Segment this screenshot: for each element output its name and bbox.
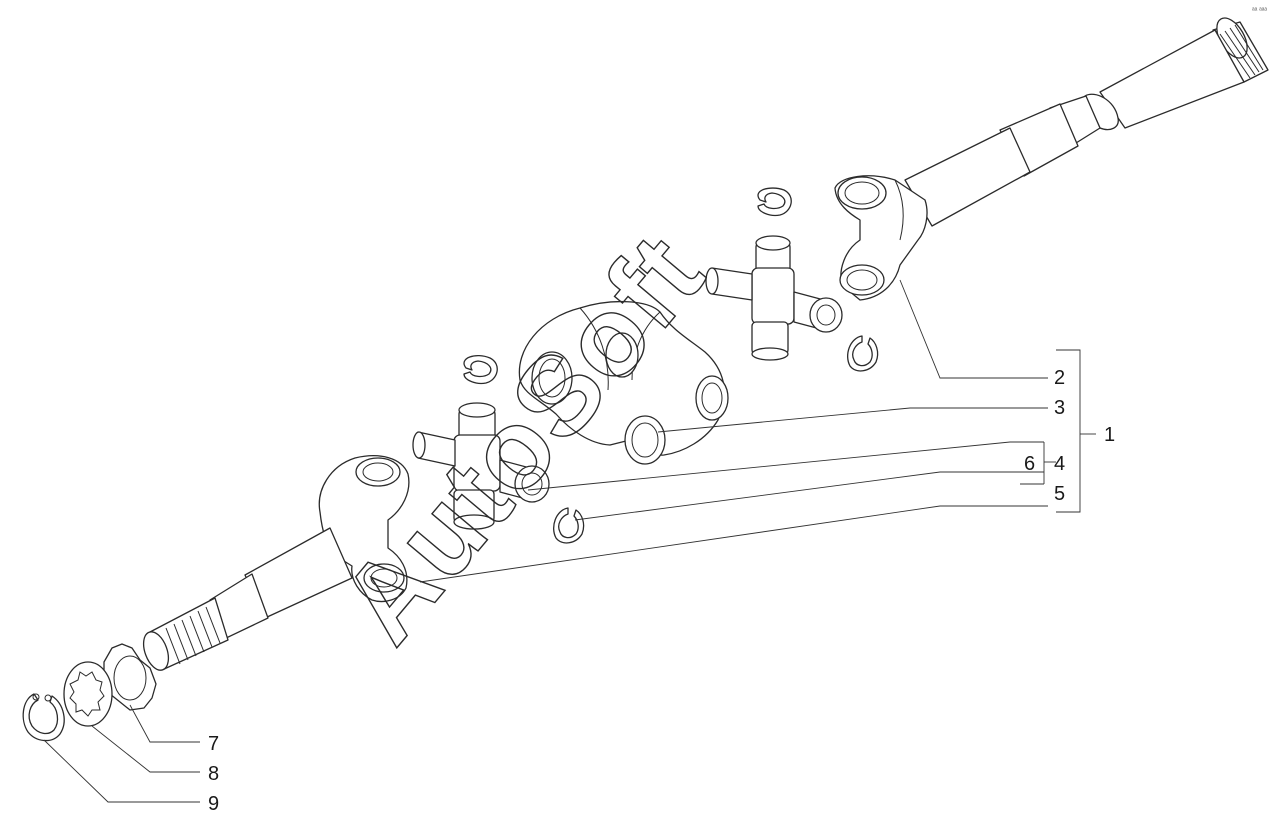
toothed-washer-8 bbox=[63, 661, 113, 727]
callout-6: 6 bbox=[1024, 453, 1035, 475]
left-shaft bbox=[142, 527, 353, 671]
callout-1: 1 bbox=[1104, 424, 1115, 446]
right-side-circlip bbox=[847, 335, 879, 372]
center-double-yoke bbox=[518, 300, 729, 465]
left-side-circlip bbox=[553, 507, 585, 544]
callout-2: 2 bbox=[1054, 367, 1065, 389]
left-yoke bbox=[318, 455, 410, 603]
right-yoke bbox=[834, 175, 928, 301]
callout-7: 7 bbox=[208, 733, 219, 755]
left-cross bbox=[412, 402, 550, 530]
callout-4: 4 bbox=[1054, 453, 1065, 475]
right-shaft bbox=[904, 17, 1269, 227]
callout-9: 9 bbox=[208, 793, 219, 815]
snap-ring-9 bbox=[22, 693, 65, 742]
corner-mark: ᵃᵃ ᵃᵃᵃ bbox=[1252, 7, 1267, 14]
right-cross bbox=[705, 235, 843, 361]
callout-5: 5 bbox=[1054, 483, 1065, 505]
left-upper-circlip bbox=[463, 354, 498, 385]
right-upper-circlip bbox=[757, 187, 792, 217]
leader-lines bbox=[43, 279, 1096, 803]
callout-8: 8 bbox=[208, 763, 219, 785]
callout-3: 3 bbox=[1054, 397, 1065, 419]
